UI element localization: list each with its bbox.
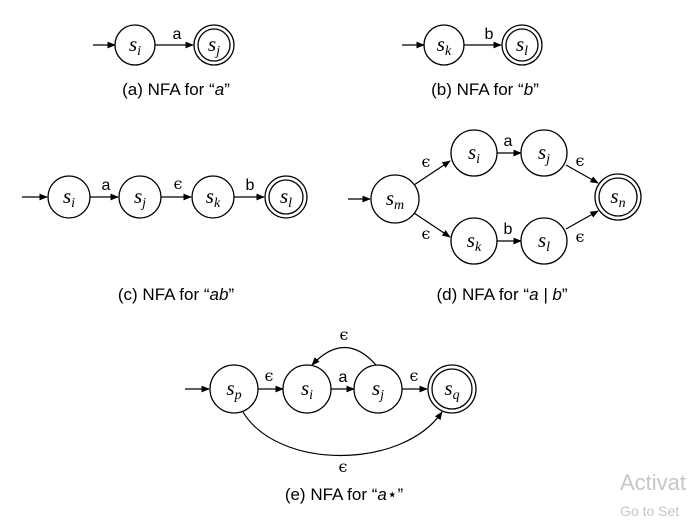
transition-label-epsilon: ϵ (174, 174, 183, 193)
accept-ring (197, 28, 231, 62)
accept-state-sj (193, 24, 235, 66)
state-label-si: si (301, 376, 313, 403)
state-sj (520, 129, 568, 177)
watermark-line-1: Activat (620, 470, 687, 495)
transition-label-epsilon: ϵ (576, 227, 585, 246)
accept-state-sq (427, 364, 477, 414)
skip-edge (242, 411, 443, 456)
caption-a-or-b: (d) NFA for “a | b” (436, 285, 567, 304)
nfa-b: sk b sl (b) NFA for “b” (402, 24, 543, 99)
state-label-sm: sm (386, 186, 404, 213)
state-label-si: si (63, 184, 75, 211)
accept-state-sl (501, 24, 543, 66)
state-label-sk: sk (206, 184, 221, 211)
accept-state-sn (594, 173, 642, 221)
state-label-sp: sp (226, 376, 241, 403)
transition-label-b: b (246, 177, 255, 194)
loop-back-edge (311, 346, 377, 366)
state-label-si: si (468, 140, 480, 167)
transition-label-epsilon: ϵ (265, 366, 274, 385)
transition-edge (413, 160, 451, 186)
nfa-ab: si a sj ϵ sk b sl (c) NFA for “ab” (22, 174, 308, 304)
state-label-si: si (129, 32, 141, 59)
state-label-sj: sj (208, 32, 220, 59)
accept-ring (431, 368, 473, 410)
nfa-a: si a sj (a) NFA for “a” (93, 24, 235, 99)
transition-edge (565, 210, 599, 230)
state-label-sl: sl (538, 228, 550, 255)
transition-label-epsilon: ϵ (422, 224, 431, 243)
nfa-a-or-b: sm ϵ ϵ si a sj sk b sl ϵ ϵ sn (d) NFA fo… (348, 129, 642, 304)
transition-label-b: b (504, 221, 513, 238)
accept-ring (598, 177, 638, 217)
accept-ring (268, 179, 304, 215)
caption-ab: (c) NFA for “ab” (118, 285, 235, 304)
caption-b: (b) NFA for “b” (431, 80, 539, 99)
state-label-sk: sk (467, 228, 482, 255)
transition-edge (565, 164, 599, 184)
state-label-sj: sj (134, 184, 146, 211)
nfa-a-star: sp ϵ si a sj ϵ ϵ sq ϵ (e) NFA for “a⋆” (185, 325, 477, 504)
state-sl (520, 217, 568, 265)
caption-a: (a) NFA for “a” (122, 80, 230, 99)
accept-state-sl (264, 175, 308, 219)
state-label-sl: sl (280, 184, 292, 211)
state-label-sq: sq (444, 376, 459, 403)
state-label-sn: sn (610, 184, 625, 211)
state-label-sj: sj (372, 376, 384, 403)
state-label-sl: sl (516, 32, 528, 59)
state-label-sk: sk (437, 32, 452, 59)
caption-a-star: (e) NFA for “a⋆” (285, 485, 404, 504)
transition-label-epsilon: ϵ (339, 457, 348, 476)
transition-edge (413, 212, 451, 238)
transition-label-a: a (173, 26, 182, 43)
transition-label-b: b (485, 26, 494, 43)
accept-ring (505, 28, 539, 62)
transition-label-epsilon: ϵ (410, 366, 419, 385)
transition-label-a: a (339, 369, 348, 386)
transition-label-epsilon: ϵ (576, 151, 585, 170)
watermark-line-2: Go to Set (620, 503, 680, 519)
transition-label-epsilon: ϵ (340, 325, 349, 344)
state-label-sj: sj (538, 140, 550, 167)
transition-label-epsilon: ϵ (422, 152, 431, 171)
state-sm (370, 174, 420, 224)
transition-label-a: a (504, 133, 513, 150)
transition-label-a: a (102, 177, 111, 194)
